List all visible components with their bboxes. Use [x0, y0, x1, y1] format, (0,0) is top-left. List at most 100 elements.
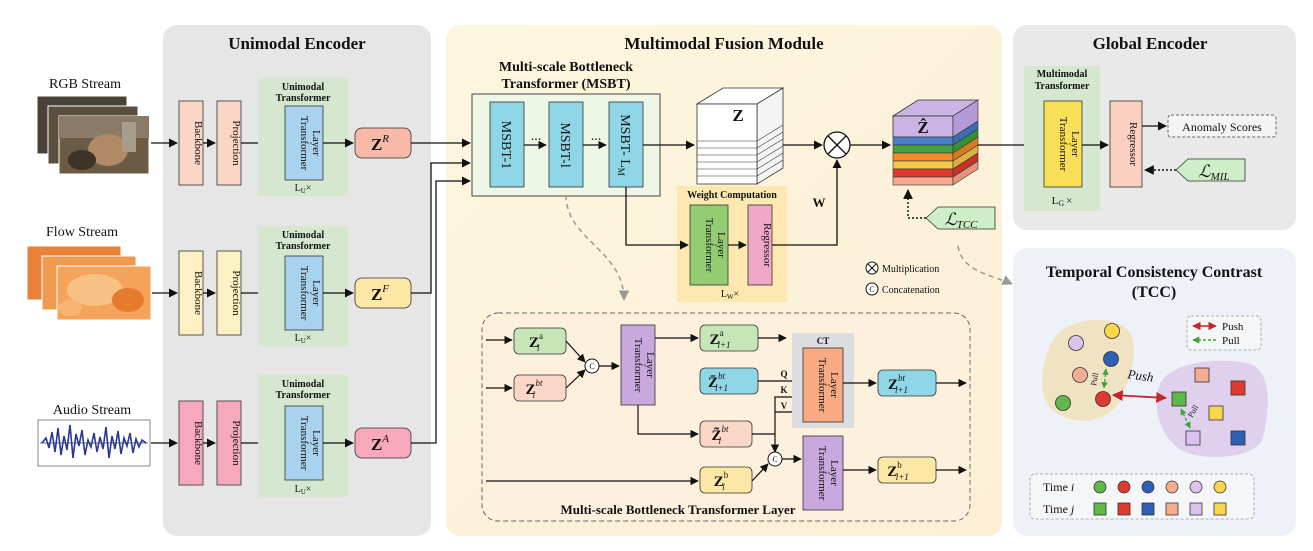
unimodal-encoder-title: Unimodal Encoder: [228, 34, 366, 53]
multiplication-node: [823, 131, 851, 159]
svg-text:MSBT-1: MSBT-1: [498, 121, 513, 170]
msbt-transformer-layer-1: [620, 324, 656, 406]
global-regressor: [1109, 100, 1143, 188]
audio-stream-label: Audio Stream: [53, 403, 131, 418]
svg-text:Layer: Layer: [644, 352, 656, 378]
svg-text:Layer: Layer: [715, 232, 727, 258]
zlb-box: [699, 466, 753, 494]
svg-text:MSBT-l: MSBT-l: [557, 122, 572, 168]
svg-text:Z̃btl: Z̃btl: [711, 424, 729, 446]
svg-text:Layer: Layer: [828, 460, 840, 486]
svg-text:Concatenation: Concatenation: [882, 285, 940, 296]
svg-text:Backbone: Backbone: [192, 271, 204, 315]
svg-text:Projection: Projection: [230, 420, 242, 466]
flow-transformer-layer: [284, 255, 324, 331]
svg-text:C: C: [589, 362, 594, 371]
svg-text:Transformer: Transformer: [276, 241, 331, 252]
msbt-layer-title: Multi-scale Bottleneck Transformer Layer: [560, 502, 795, 517]
svg-text:MSBT- LM: MSBT- LM: [616, 114, 632, 176]
svg-text:Unimodal: Unimodal: [282, 230, 324, 241]
audio-unimodal-row: Backbone Projection Unimodal Transformer…: [178, 375, 412, 497]
ct-transformer-layer: [802, 347, 844, 423]
flow-stream-label: Flow Stream: [46, 225, 118, 240]
tcc-node-j-blue: [1230, 430, 1246, 446]
svg-text:Push: Push: [1222, 321, 1244, 333]
operator-legend: Multiplication C Concatenation: [865, 261, 940, 296]
svg-text:Zal+1: Zal+1: [709, 328, 730, 350]
weight-regressor: [747, 204, 773, 286]
svg-text:ZA: ZA: [371, 433, 389, 454]
svg-text:K: K: [780, 385, 787, 395]
rgb-projection: [216, 100, 242, 186]
tcc-node-j-peach: [1194, 367, 1210, 383]
svg-text:Anomaly Scores: Anomaly Scores: [1182, 120, 1262, 134]
global-transformer-layer: [1043, 100, 1083, 188]
svg-text:Time j: Time j: [1043, 502, 1075, 516]
rgb-transformer-layer: [284, 105, 324, 181]
svg-text:Zal: Zal: [529, 331, 543, 353]
svg-text:LW×: LW×: [721, 289, 739, 301]
svg-text:Transformer: Transformer: [298, 116, 310, 171]
svg-text:Multimodal: Multimodal: [1037, 69, 1088, 80]
tcc-node-j-yellow: [1208, 405, 1224, 421]
svg-text:Unimodal: Unimodal: [282, 379, 324, 390]
ltcc-loss-tag: ℒTCC: [925, 206, 996, 231]
svg-text:ZF: ZF: [371, 283, 389, 304]
svg-text:...: ...: [531, 129, 542, 144]
time-legend: Time i Time j: [1029, 473, 1255, 520]
tcc-node-i-green: [1055, 395, 1071, 411]
svg-text:Ẑ: Ẑ: [917, 118, 928, 137]
flow-frames-image: [26, 245, 152, 321]
w-label: W: [813, 195, 826, 210]
rgb-unimodal-row: Backbone Projection Unimodal Transformer…: [178, 78, 412, 196]
msbt-title-line2: Transformer (MSBT): [502, 77, 631, 92]
lmil-loss-tag: ℒMIL: [1175, 158, 1246, 183]
svg-text:LU×: LU×: [295, 484, 312, 496]
tcc-node-i-peach: [1072, 367, 1088, 383]
svg-text:Layer: Layer: [310, 430, 322, 456]
tcc-title-line1: Temporal Consistency Contrast: [1046, 264, 1263, 281]
svg-text:Transformer: Transformer: [276, 93, 331, 104]
flow-backbone: [178, 250, 204, 336]
anomaly-scores-box: [1167, 114, 1277, 138]
audio-backbone: [178, 400, 204, 486]
svg-text:Push: Push: [1126, 366, 1155, 385]
zhat-feature-stack: Ẑ: [891, 99, 980, 186]
tcc-node-j-green: [1171, 391, 1187, 407]
concat-node-2: C: [767, 451, 783, 467]
svg-text:CT: CT: [817, 336, 830, 346]
tcc-node-j-red: [1230, 380, 1246, 396]
svg-text:Transformer: Transformer: [1057, 117, 1069, 172]
svg-text:LG×: LG×: [1052, 195, 1073, 208]
svg-text:Weight Computation: Weight Computation: [687, 190, 777, 201]
svg-text:Layer: Layer: [310, 130, 322, 156]
svg-text:Z: Z: [732, 106, 743, 125]
fusion-module-title: Multimodal Fusion Module: [624, 34, 824, 53]
tcc-node-i-blue: [1103, 351, 1119, 367]
rgb-frames-image: [36, 95, 150, 175]
tcc-node-i-purple: [1068, 335, 1084, 351]
svg-text:Backbone: Backbone: [192, 421, 204, 465]
svg-text:Transformer: Transformer: [1035, 81, 1090, 92]
svg-text:Unimodal: Unimodal: [282, 82, 324, 93]
svg-text:C: C: [772, 455, 777, 464]
svg-text:Layer: Layer: [310, 280, 322, 306]
svg-text:Zbl: Zbl: [714, 470, 729, 492]
tcc-node-i-yellow: [1104, 323, 1120, 339]
tcc-title-line2: (TCC): [1132, 284, 1176, 301]
svg-text:Projection: Projection: [230, 270, 242, 316]
svg-text:Backbone: Backbone: [192, 121, 204, 165]
svg-text:Z̄btl+1: Z̄btl+1: [708, 371, 728, 393]
svg-text:Pull: Pull: [1222, 335, 1240, 347]
svg-text:Transformer: Transformer: [298, 266, 310, 321]
svg-text:Q: Q: [780, 369, 787, 379]
msbt-block-l: [548, 101, 584, 188]
svg-text:Transformer: Transformer: [632, 338, 644, 393]
svg-text:ℒMIL: ℒMIL: [1198, 162, 1229, 183]
svg-text:Pull: Pull: [1089, 371, 1100, 386]
tcc-node-i-red: [1095, 391, 1111, 407]
svg-text:Transformer: Transformer: [816, 358, 828, 413]
svg-text:Transformer: Transformer: [276, 390, 331, 401]
